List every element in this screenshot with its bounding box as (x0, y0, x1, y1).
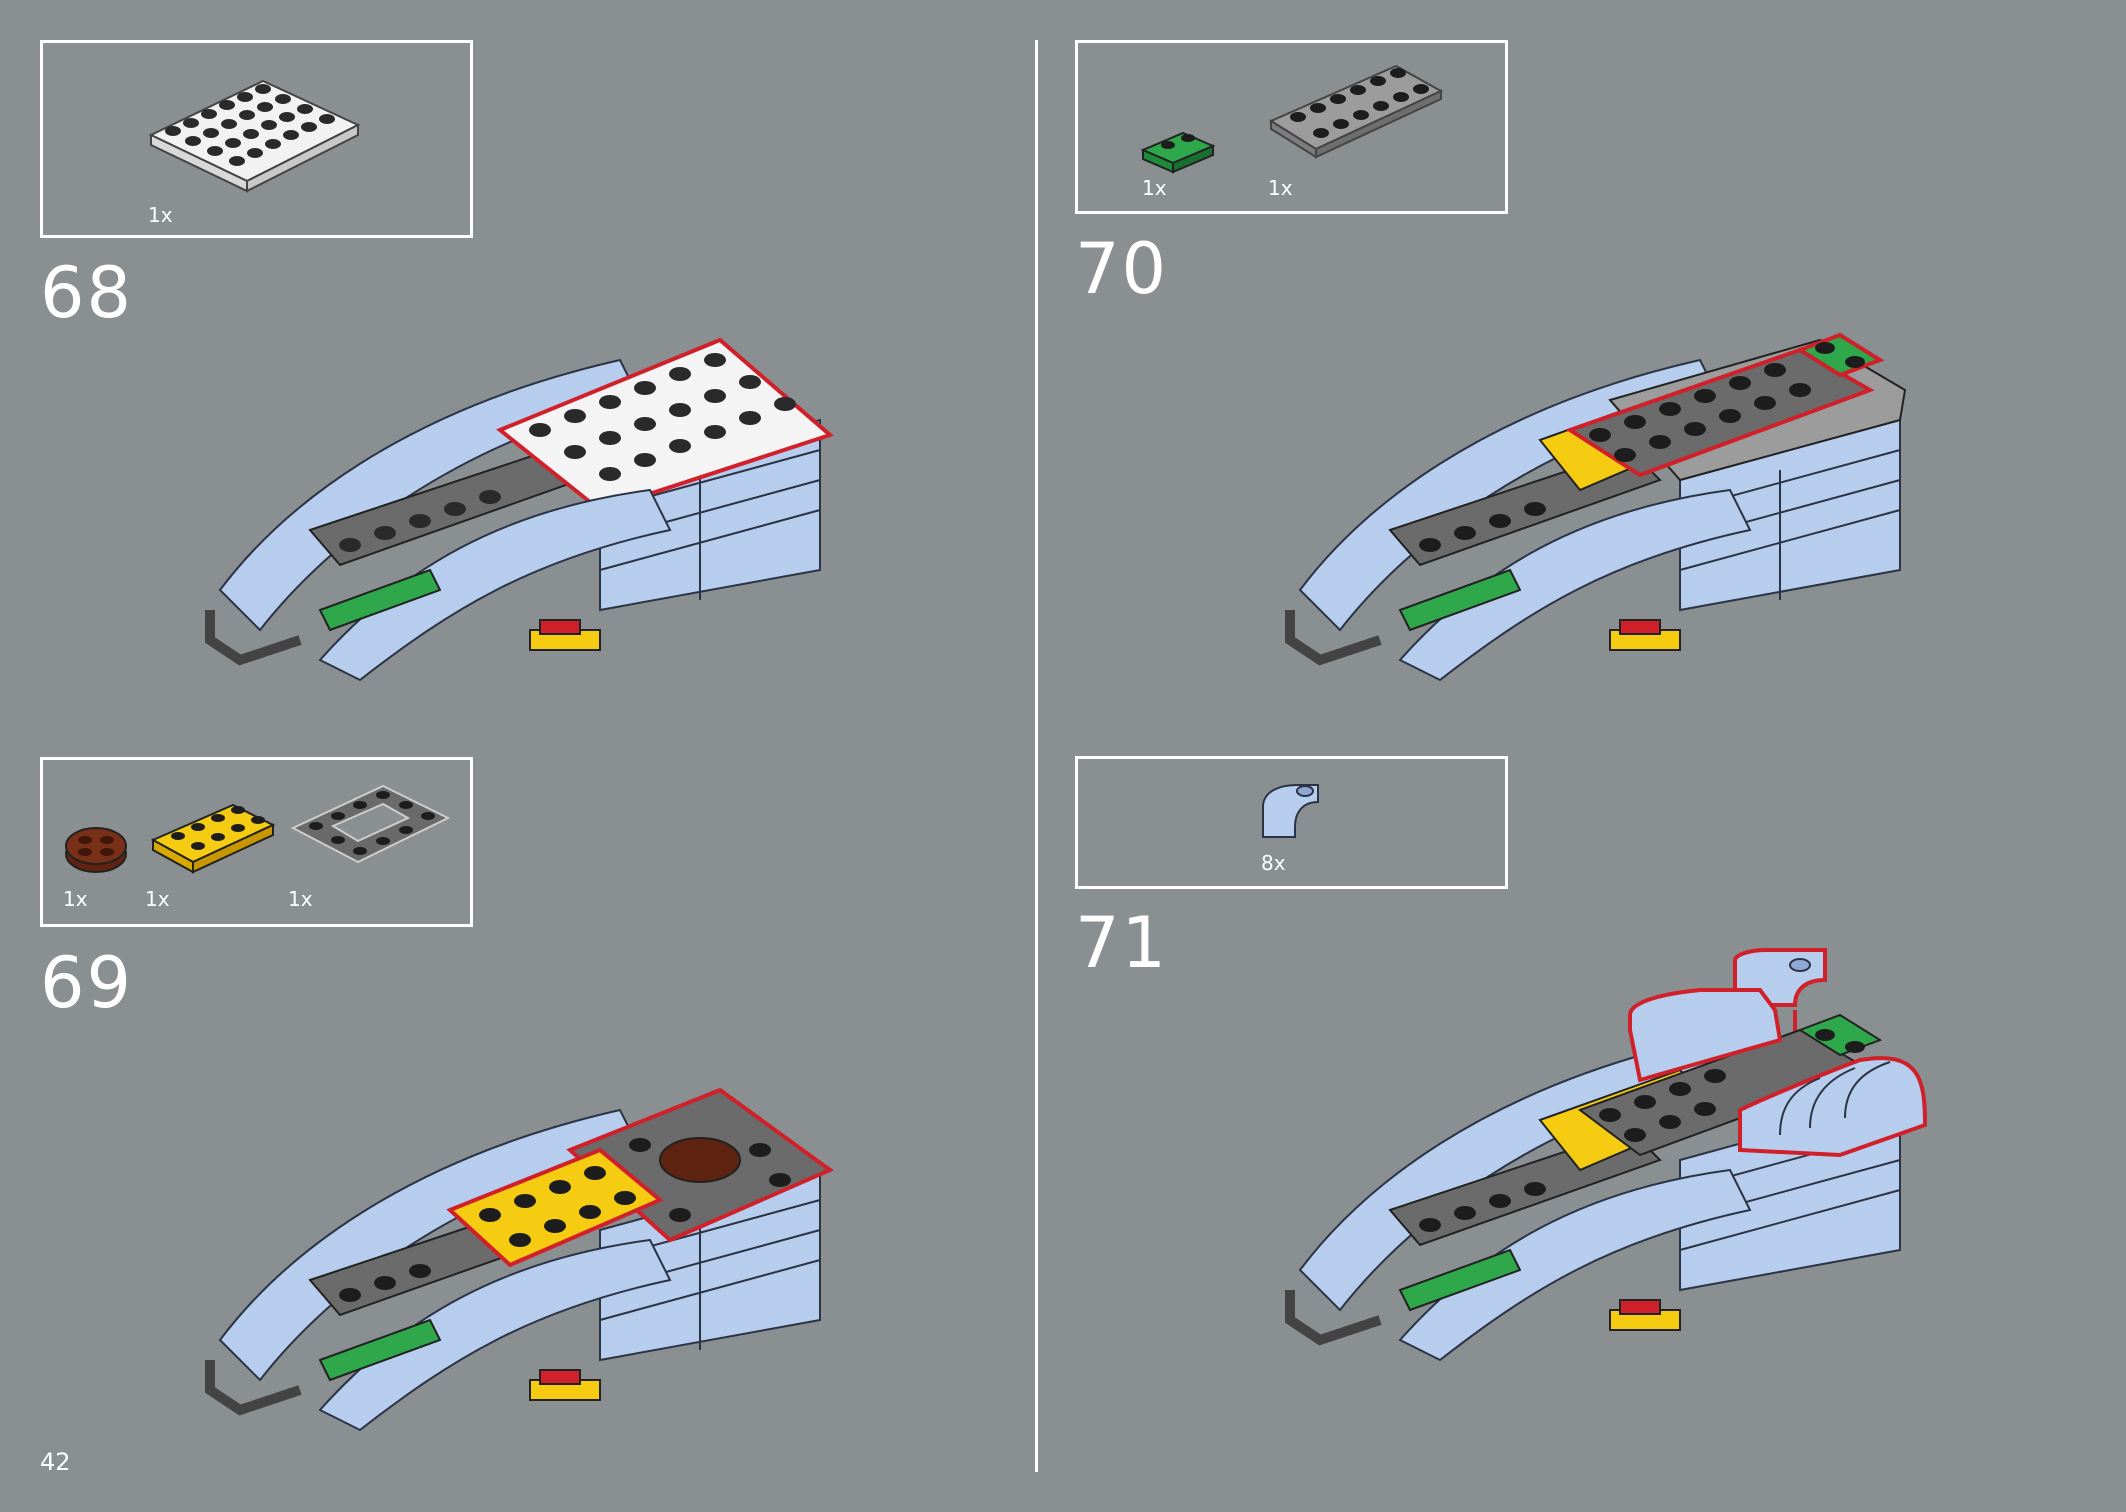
part-qty: 1x (145, 887, 170, 911)
gray-plate-2x6-part (1268, 64, 1444, 159)
yellow-plate-2x4-part (150, 803, 276, 874)
model-step-69 (205, 1087, 834, 1432)
light-blue-curved-slope-part (1262, 784, 1319, 838)
parts-list-step-69: 1x 1x 1x (40, 757, 473, 927)
model-step-70 (1285, 332, 1907, 682)
white-plate-4x6-part (148, 79, 361, 193)
parts-list-step-68: 1x (40, 40, 473, 238)
step-number: 71 (1075, 902, 1169, 984)
gray-plate-4x4-part (290, 784, 451, 864)
model-step-68 (205, 337, 834, 682)
parts-list-step-70: 1x 1x (1075, 40, 1508, 214)
page-divider (1035, 40, 1038, 1472)
page-number: 42 (40, 1448, 71, 1476)
step-number: 69 (40, 942, 134, 1024)
part-qty: 1x (1268, 176, 1293, 200)
brown-round-plate-part (65, 827, 127, 873)
green-plate-1x2-part (1140, 131, 1216, 174)
model-step-71 (1285, 948, 1928, 1362)
step-number: 68 (40, 252, 134, 334)
step-number: 70 (1075, 228, 1169, 310)
part-qty: 1x (1142, 176, 1167, 200)
part-qty: 1x (63, 887, 88, 911)
part-qty: 1x (288, 887, 313, 911)
parts-list-step-71: 8x (1075, 756, 1508, 889)
part-qty: 8x (1261, 851, 1286, 875)
part-qty: 1x (148, 203, 173, 227)
